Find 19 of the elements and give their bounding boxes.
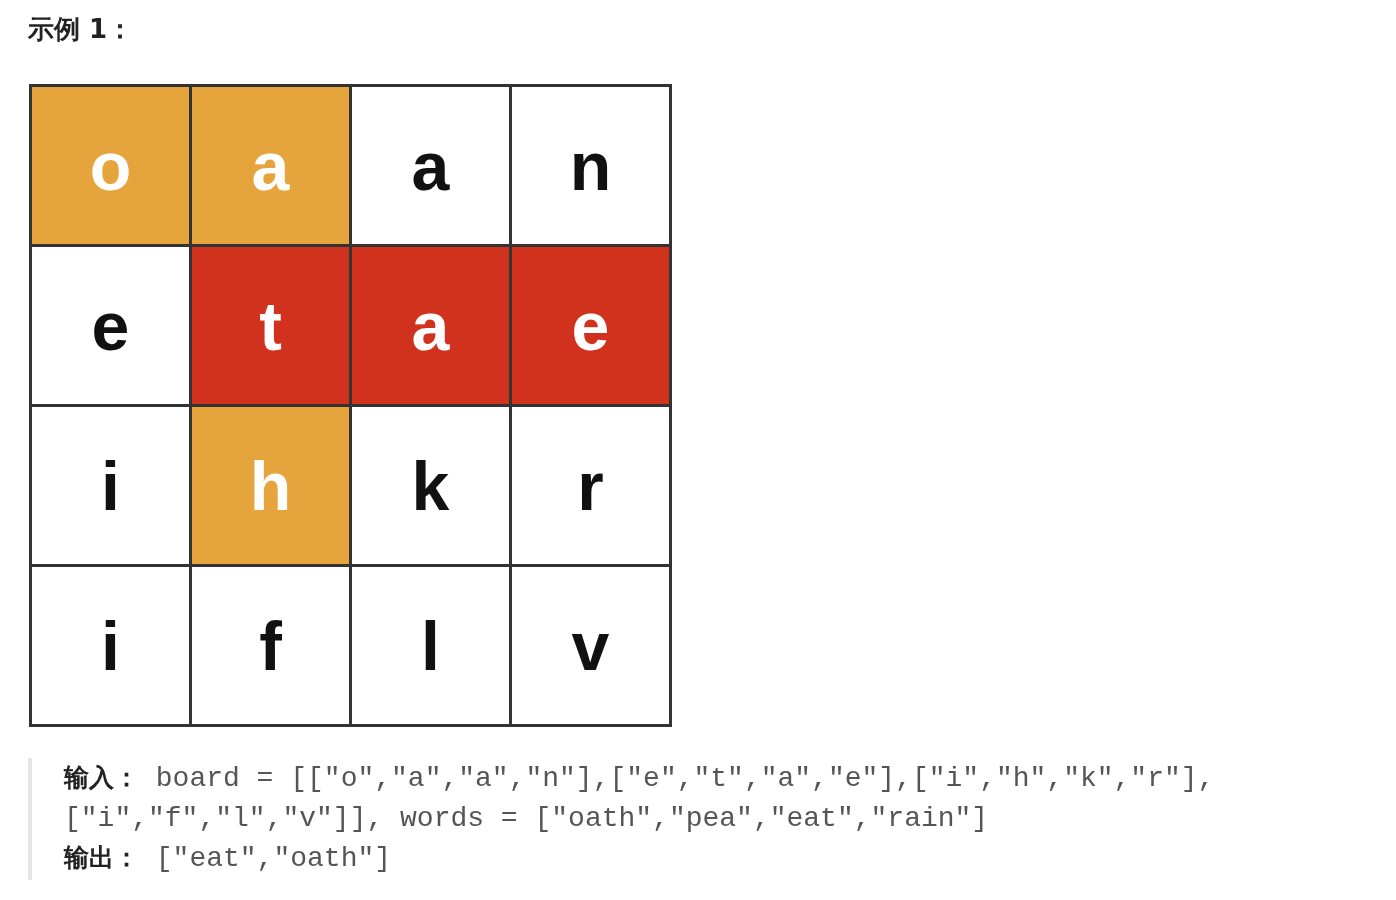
grid-cell: n <box>512 87 669 244</box>
grid-cell: a <box>352 247 509 404</box>
output-text: 输出： ["eat","oath"] <box>64 842 393 876</box>
heading: 示例 1： <box>28 13 134 46</box>
grid-cell: t <box>192 247 349 404</box>
grid-cell: r <box>512 407 669 564</box>
grid-cell: e <box>32 247 189 404</box>
input-text: 输入： board = [["o","a","a","n"],["e","t","a","e"],["i","h","k","r"],["i","f","l","v"]], words = ["oath","pea","eat","rain"] <box>64 762 1216 836</box>
grid-cell: o <box>32 87 189 244</box>
grid-cell: k <box>352 407 509 564</box>
grid-cell: e <box>512 247 669 404</box>
grid-cell: v <box>512 567 669 724</box>
grid-cell: f <box>192 567 349 724</box>
grid-cell: l <box>352 567 509 724</box>
grid-cell: a <box>352 87 509 244</box>
grid-cell: a <box>192 87 349 244</box>
grid-cell: i <box>32 567 189 724</box>
grid-cell: h <box>192 407 349 564</box>
grid-cell: i <box>32 407 189 564</box>
